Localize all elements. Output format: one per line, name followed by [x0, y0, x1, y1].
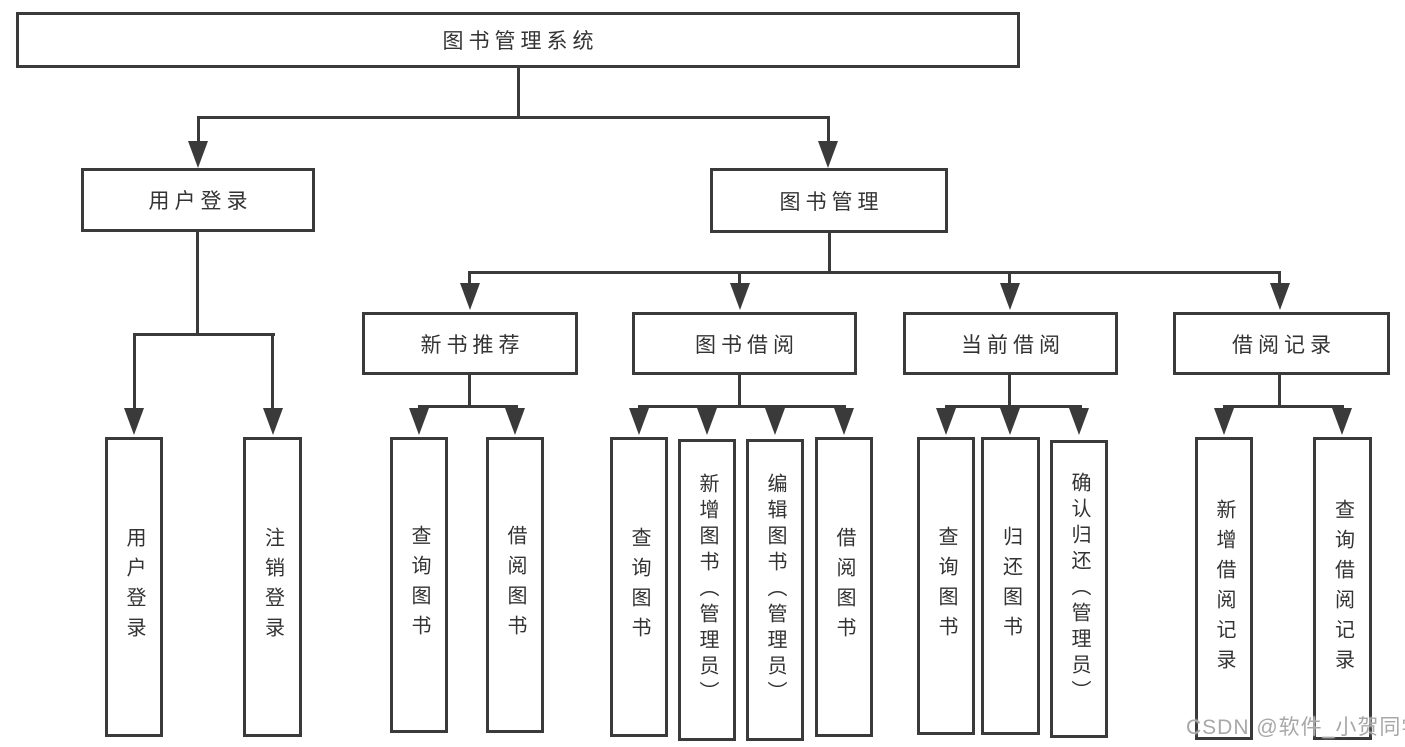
arrowhead-edit-book — [765, 408, 785, 435]
node-root-label: 图书管理系统 — [442, 30, 599, 53]
node-book-borrow-label: 图书借阅 — [695, 333, 799, 357]
connector-borrow-records-trunk — [1278, 375, 1281, 408]
node-book-management: 图书管理 — [710, 168, 948, 233]
connector-drop-book-borrow — [738, 274, 741, 284]
connector-drop-borrow-records — [1278, 274, 1281, 284]
node-current-borrow: 当前借阅 — [903, 312, 1118, 375]
node-book-borrow: 图书借阅 — [632, 312, 857, 375]
csdn-watermark: CSDN @软件_小贺同学 — [1186, 716, 1405, 739]
leaf-confirm-return-admin: 确认归还（管理员） — [1050, 440, 1108, 738]
arrowhead-user-login — [188, 141, 208, 168]
leaf-borrow-books-1: 借阅图书 — [486, 437, 544, 733]
leaf-query-books-1: 查询图书 — [390, 437, 448, 733]
connector-drop-new-book — [468, 274, 471, 284]
connector-new-book-trunk — [468, 375, 471, 408]
arrowhead-new-book — [460, 283, 480, 310]
arrowhead-book-management — [818, 141, 838, 168]
node-root: 图书管理系统 — [16, 12, 1020, 68]
arrowhead-query-books-2 — [629, 408, 649, 435]
leaf-query-borrow-record: 查询借阅记录 — [1313, 437, 1372, 740]
node-new-book-recommend: 新书推荐 — [362, 312, 578, 375]
node-user-login: 用户登录 — [81, 168, 315, 232]
connector-current-borrow-trunk — [1008, 375, 1011, 408]
node-user-login-label: 用户登录 — [148, 190, 253, 213]
connector-new-book-horizontal — [418, 405, 518, 408]
arrowhead-current-borrow — [1000, 283, 1020, 310]
arrowhead-leaf-user-login — [124, 408, 144, 435]
leaf-add-book-admin: 新增图书（管理员） — [678, 439, 736, 741]
connector-book-borrow-horizontal — [638, 405, 846, 408]
arrowhead-query-books-1 — [409, 408, 429, 435]
leaf-query-books-2: 查询图书 — [610, 437, 668, 737]
arrowhead-borrow-books-2 — [834, 408, 854, 435]
node-borrow-records: 借阅记录 — [1173, 312, 1390, 375]
node-current-borrow-label: 当前借阅 — [961, 333, 1065, 357]
connector-current-borrow-horizontal — [945, 405, 1082, 408]
connector-user-login-horizontal — [133, 333, 275, 336]
node-book-management-label: 图书管理 — [779, 190, 884, 214]
arrowhead-leaf-logout — [263, 408, 283, 435]
arrowhead-add-book — [697, 408, 717, 435]
node-borrow-records-label: 借阅记录 — [1232, 333, 1336, 357]
leaf-borrow-books-2: 借阅图书 — [815, 437, 873, 737]
leaf-logout: 注销登录 — [243, 437, 302, 737]
arrowhead-return-books — [1000, 408, 1020, 435]
connector-book-borrow-trunk — [738, 375, 741, 408]
arrowhead-borrow-books-1 — [505, 408, 525, 435]
leaf-edit-book-admin: 编辑图书（管理员） — [746, 439, 804, 741]
connector-drop-leaf-logout — [271, 335, 274, 409]
arrowhead-query-books-3 — [936, 408, 956, 435]
connector-drop-book-management — [827, 118, 830, 142]
arrowhead-book-borrow — [730, 283, 750, 310]
connector-drop-user-login — [197, 118, 200, 142]
arrowhead-add-borrow-record — [1214, 408, 1234, 435]
leaf-query-books-3: 查询图书 — [917, 437, 975, 735]
node-new-book-recommend-label: 新书推荐 — [420, 333, 525, 357]
arrowhead-borrow-records — [1270, 283, 1290, 310]
arrowhead-confirm-return — [1069, 408, 1089, 435]
connector-drop-current-borrow — [1008, 274, 1011, 284]
connector-level2-horizontal — [197, 116, 830, 119]
connector-level3-horizontal — [468, 271, 1281, 274]
leaf-return-books: 归还图书 — [981, 437, 1040, 735]
arrowhead-query-borrow-record — [1332, 408, 1352, 435]
leaf-add-borrow-record: 新增借阅记录 — [1195, 437, 1253, 740]
connector-borrow-records-horizontal — [1223, 405, 1344, 408]
connector-book-management-trunk — [828, 233, 831, 274]
connector-root-trunk — [517, 68, 520, 118]
leaf-user-login: 用户登录 — [105, 437, 163, 737]
connector-drop-leaf-user-login — [133, 335, 136, 409]
connector-user-login-trunk — [196, 232, 199, 336]
